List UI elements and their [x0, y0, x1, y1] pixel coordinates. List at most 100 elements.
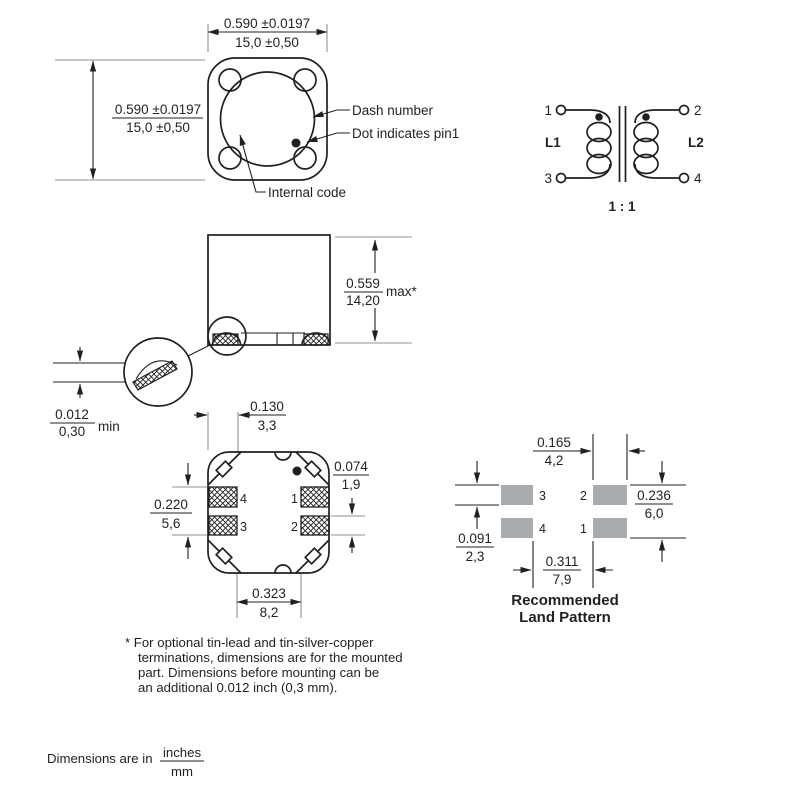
- dim-height-inches: 0.590 ±0.0197: [115, 102, 201, 117]
- bottom-view-outline: [207, 451, 330, 574]
- dim-inner-span-inches: 0.323: [252, 586, 286, 601]
- side-view-right-arch: [301, 332, 331, 346]
- winding-l1-loop: [586, 153, 612, 175]
- winding-l1-wire-bottom: [565, 163, 611, 179]
- dim-standoff-inches: 0.012: [55, 407, 89, 422]
- corner-key-notch: [304, 460, 322, 478]
- turns-ratio: 1 : 1: [608, 199, 636, 214]
- top-edge-notch: [274, 451, 292, 461]
- land-pattern-title-line2: Land Pattern: [519, 609, 611, 626]
- dim-pads-span-mm: 5,6: [162, 516, 181, 531]
- dim-pad-height-mm: 1,9: [342, 477, 361, 492]
- land-pad4-label: 4: [539, 522, 546, 536]
- extension-lines: [532, 541, 594, 588]
- extension-lines: [592, 434, 628, 480]
- winding-l2-loop: [633, 153, 659, 175]
- winding-l2-loop: [633, 121, 659, 143]
- dim-width-mm: 15,0 ±0,50: [235, 35, 299, 50]
- pad-1: [300, 486, 330, 508]
- pad4-label: 4: [240, 492, 247, 506]
- land-pad-3: [501, 485, 533, 505]
- corner-key-notch: [215, 460, 233, 478]
- dim-land-gap-mm: 7,9: [553, 572, 572, 587]
- winding-l2-wire-bottom: [634, 163, 680, 179]
- extension-lines: [455, 484, 499, 506]
- dim-pad-height-inches: 0.074: [334, 459, 368, 474]
- extension-lines: [55, 59, 205, 181]
- detail-source-circle: [207, 316, 247, 356]
- dim-land-span-inches: 0.236: [637, 488, 671, 503]
- land-pad3-label: 3: [539, 489, 546, 503]
- winding-l1-label: L1: [545, 135, 561, 150]
- footnote-line4: an additional 0.012 inch (0,3 mm).: [138, 680, 337, 695]
- side-view-left-lead: [212, 333, 239, 346]
- lead-detail: 0.012 0,30 min: [50, 316, 247, 439]
- detail-magnified-circle: [123, 337, 193, 407]
- top-view-corner-lobe: [293, 68, 317, 92]
- core-lines: [618, 106, 627, 182]
- units-prefix: Dimensions are in: [47, 751, 153, 766]
- extension-lines: [335, 236, 412, 344]
- pad-3: [208, 515, 238, 536]
- winding-l2-label: L2: [688, 135, 704, 150]
- winding-l2-wire-top: [634, 109, 680, 124]
- dim-side-height-mm: 14,20: [346, 293, 380, 308]
- winding-l2-loop: [633, 137, 659, 159]
- land-pad-4: [501, 518, 533, 538]
- pad-4: [208, 486, 238, 508]
- top-view-corner-lobe: [218, 146, 242, 170]
- dim-side-height-inches: 0.559: [346, 276, 380, 291]
- units-denominator: mm: [171, 764, 193, 779]
- bottom-view: 4 1 3 2 0.130 3,3 0.074 1,9 0.220 5,6 0.…: [150, 399, 369, 620]
- label-dot-pin1: Dot indicates pin1: [352, 126, 459, 141]
- dim-height-mm: 15,0 ±0,50: [126, 120, 190, 135]
- pin4-label: 4: [694, 171, 702, 186]
- dim-land-pad-width-mm: 4,2: [545, 453, 564, 468]
- detail-connector-line: [187, 344, 211, 357]
- top-view: 0.590 ±0.0197 15,0 ±0,50 0.590 ±0.0197 1…: [55, 16, 459, 200]
- leader-dash-number: [312, 109, 350, 118]
- label-dash-number: Dash number: [352, 103, 434, 118]
- pin1-dot: [292, 466, 302, 476]
- land-pattern-title-line1: Recommended: [511, 592, 619, 609]
- land-pad1-label: 1: [580, 522, 587, 536]
- dim-standoff-suffix: min: [98, 419, 120, 434]
- bottom-edge-notch: [274, 564, 292, 574]
- extension-lines: [331, 515, 365, 536]
- terminal-2: [678, 104, 690, 116]
- extension-lines: [207, 24, 328, 52]
- corner-key-notch: [215, 547, 233, 565]
- side-view-right-lead: [303, 333, 329, 346]
- terminal-1: [555, 104, 567, 116]
- land-pad-1: [593, 518, 627, 538]
- winding-l1-wire-top: [565, 109, 611, 124]
- pad2-label: 2: [291, 520, 298, 534]
- dim-width-inches: 0.590 ±0.0197: [224, 16, 310, 31]
- dim-pads-span-inches: 0.220: [154, 497, 188, 512]
- pin1-label: 1: [544, 103, 552, 118]
- footnote-line3: part. Dimensions before mounting can be: [138, 665, 379, 680]
- land-pattern: 3 2 4 1 0.165 4,2 0.236 6,0 0.091 2,3 0.…: [455, 434, 686, 626]
- top-view-corner-lobe: [218, 68, 242, 92]
- dim-side-height-suffix: max*: [386, 284, 418, 299]
- winding-l1-loop: [586, 121, 612, 143]
- dim-land-pad-height-mm: 2,3: [466, 549, 485, 564]
- label-internal-code: Internal code: [268, 185, 346, 200]
- corner-key-notch: [304, 547, 322, 565]
- detail-lead-hatched: [132, 360, 178, 391]
- land-pad-2: [593, 485, 627, 505]
- leader-dot-pin1: [306, 132, 350, 143]
- dim-pad-length-mm: 3,3: [258, 418, 277, 433]
- standoff-ref-lines: [53, 362, 125, 383]
- schematic: 1 2 3 4 L1 L2 1 : 1: [544, 103, 703, 214]
- dim-inner-span-mm: 8,2: [260, 605, 279, 620]
- footnote-line2: terminations, dimensions are for the mou…: [138, 650, 403, 665]
- side-view-bottom-recess: [241, 332, 305, 345]
- side-view: 0.559 14,20 max*: [207, 234, 418, 346]
- side-view-outline: [207, 234, 331, 346]
- pad3-label: 3: [240, 520, 247, 534]
- footnote-line1: * For optional tin-lead and tin-silver-c…: [125, 635, 374, 650]
- phase-dot-l1: [595, 113, 603, 121]
